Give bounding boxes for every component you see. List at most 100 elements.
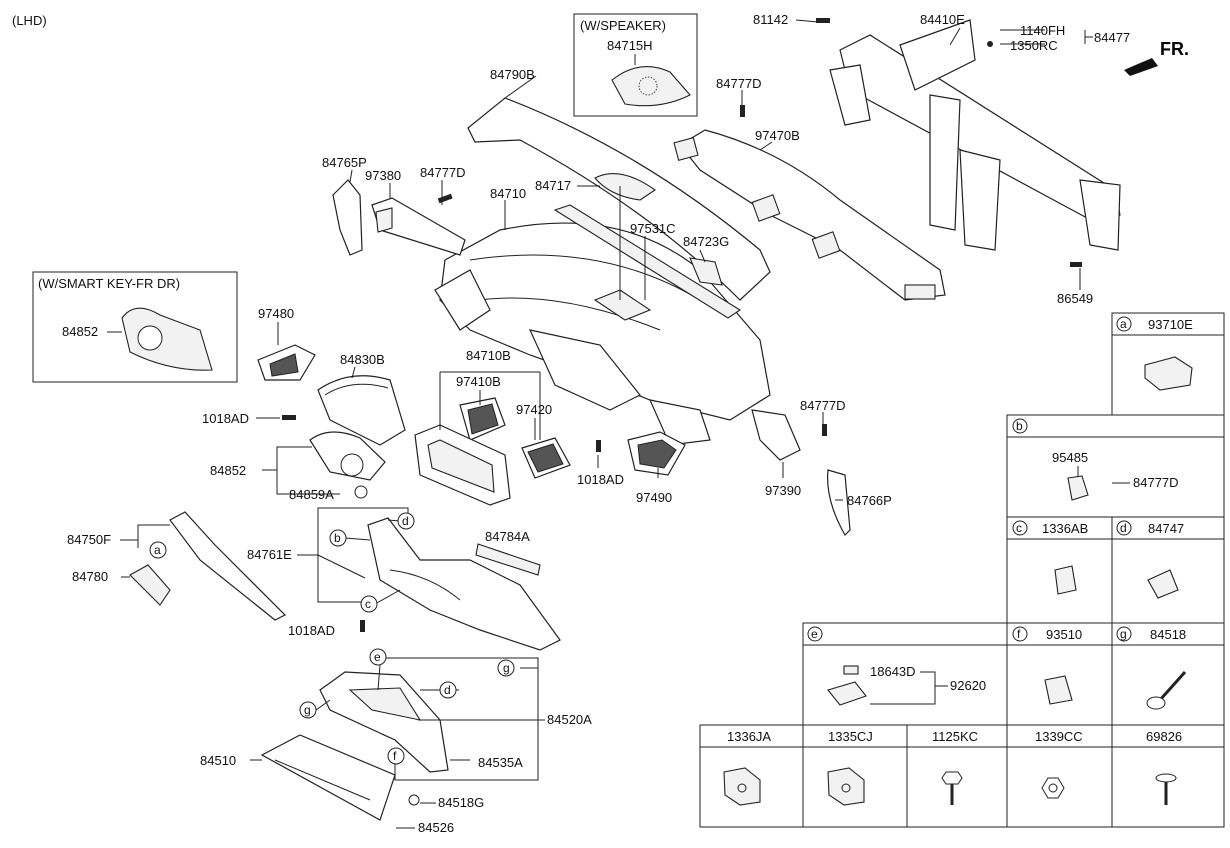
- main-crash-pad: [434, 97, 771, 446]
- part-label: 84777D: [420, 165, 466, 180]
- bracket-97390: [751, 409, 801, 461]
- part-label: 97470B: [755, 128, 800, 143]
- part-label: 84518G: [438, 795, 484, 810]
- table-part: 84747: [1148, 521, 1184, 536]
- part-label: 1018AD: [577, 472, 624, 487]
- part-label: 84784A: [485, 529, 530, 544]
- table-letter: f: [1017, 627, 1021, 641]
- cross-member-bracket: [434, 269, 491, 331]
- table-part: 69826: [1146, 729, 1182, 744]
- part-label: 84852: [62, 324, 98, 339]
- table-part: 84518: [1150, 627, 1186, 642]
- callout-letter: e: [374, 650, 381, 664]
- air-duct-side: [371, 197, 466, 256]
- front-label: FR.: [1160, 39, 1189, 59]
- table-letter: e: [811, 627, 818, 641]
- part-label: 84520A: [547, 712, 592, 727]
- part-label: 1140FH: [1020, 23, 1065, 38]
- smartkey-inset-title: (W/SMART KEY-FR DR): [38, 276, 180, 291]
- callout-letter: b: [334, 531, 341, 545]
- part-label: 84777D: [716, 76, 762, 91]
- part-label: 84710: [490, 186, 526, 201]
- part-label: 1350RC: [1010, 38, 1058, 53]
- callout-letter: d: [444, 683, 451, 697]
- clip-icon: [1147, 569, 1179, 599]
- part-labels: 84790B 81142 84410E 1140FH 1350RC 84477 …: [67, 12, 1130, 835]
- part-label: 84717: [535, 178, 571, 193]
- screw-icon: [1155, 773, 1177, 805]
- side-cover-84766P: [827, 469, 851, 536]
- speaker-inset: (W/SPEAKER) 84715H: [573, 13, 698, 117]
- part-label: 84710B: [466, 348, 511, 363]
- air-duct-center: [673, 129, 946, 301]
- part-label: 84830B: [340, 352, 385, 367]
- table-part: 1336AB: [1042, 521, 1088, 536]
- cross-bar-center-brace: [959, 149, 1001, 251]
- part-label: 84780: [72, 569, 108, 584]
- part-label: 84410E: [920, 12, 965, 27]
- cover-84780: [129, 564, 171, 606]
- speaker-grille-part: [594, 173, 656, 201]
- callout-letter: d: [402, 514, 409, 528]
- front-direction-indicator: FR.: [1124, 39, 1189, 76]
- part-label: 84535A: [478, 755, 523, 770]
- lower-panel-center: [367, 517, 561, 651]
- part-label: 84715H: [607, 38, 653, 53]
- cross-bar-mid-bracket: [929, 94, 961, 231]
- part-label: 97390: [765, 483, 801, 498]
- lower-panel-left: [129, 511, 287, 621]
- table-letter: g: [1120, 627, 1127, 641]
- crash-pad-top-rail: [467, 97, 771, 301]
- cross-bar-left-bracket: [829, 64, 871, 126]
- table-letter: b: [1016, 419, 1023, 433]
- sensor-icon: [1067, 475, 1089, 501]
- part-label: 84766P: [847, 493, 892, 508]
- cluster-housing-84830B: [317, 375, 406, 446]
- part-label: 97410B: [456, 374, 501, 389]
- center-fascia-84710B: [414, 424, 511, 506]
- part-label: 84790B: [490, 67, 535, 82]
- table-part: 93710E: [1148, 317, 1193, 332]
- table-part: 1125KC: [932, 729, 978, 744]
- part-label: 84510: [200, 753, 236, 768]
- table-part: 93510: [1046, 627, 1082, 642]
- defroster-strip: [553, 204, 742, 319]
- center-stack-frame: [528, 329, 641, 411]
- glove-box-housing: [319, 671, 449, 773]
- part-label: 84852: [210, 463, 246, 478]
- table-letter: d: [1120, 521, 1127, 535]
- part-label: 84761E: [247, 547, 292, 562]
- callout-letter: a: [154, 543, 161, 557]
- part-label: 84777D: [800, 398, 846, 413]
- clip-icon: [1054, 565, 1077, 595]
- speaker-inset-title: (W/SPEAKER): [580, 18, 666, 33]
- variant-label: (LHD): [12, 13, 47, 28]
- cross-bar-top-bracket: [899, 19, 976, 91]
- table-part: 84777D: [1133, 475, 1179, 490]
- part-label: 84723G: [683, 234, 729, 249]
- part-label: 84859A: [289, 487, 334, 502]
- table-part: 92620: [950, 678, 986, 693]
- leader-lines: [120, 19, 1093, 829]
- vent-97490: [627, 431, 686, 476]
- cross-bar-right-bracket: [1079, 179, 1121, 251]
- lamp-icon: [827, 681, 867, 706]
- table-part: 1339CC: [1035, 729, 1083, 744]
- part-label: 97531C: [630, 221, 676, 236]
- table-part: 1336JA: [727, 729, 771, 744]
- part-label: 1018AD: [202, 411, 249, 426]
- table-part: 1335CJ: [828, 729, 873, 744]
- part-label: 86549: [1057, 291, 1093, 306]
- front-arrow-icon: [1124, 58, 1158, 76]
- callout-letter: g: [503, 661, 510, 675]
- part-label: 84750F: [67, 532, 111, 547]
- callout-letter: f: [393, 749, 397, 763]
- table-part: 18643D: [870, 664, 916, 679]
- vent-97480: [257, 344, 316, 381]
- clip-icon: [723, 767, 761, 806]
- clip-icon: [827, 767, 865, 806]
- part-label: 84526: [418, 820, 454, 835]
- part-label: 1018AD: [288, 623, 335, 638]
- bolt-icon: [941, 771, 963, 805]
